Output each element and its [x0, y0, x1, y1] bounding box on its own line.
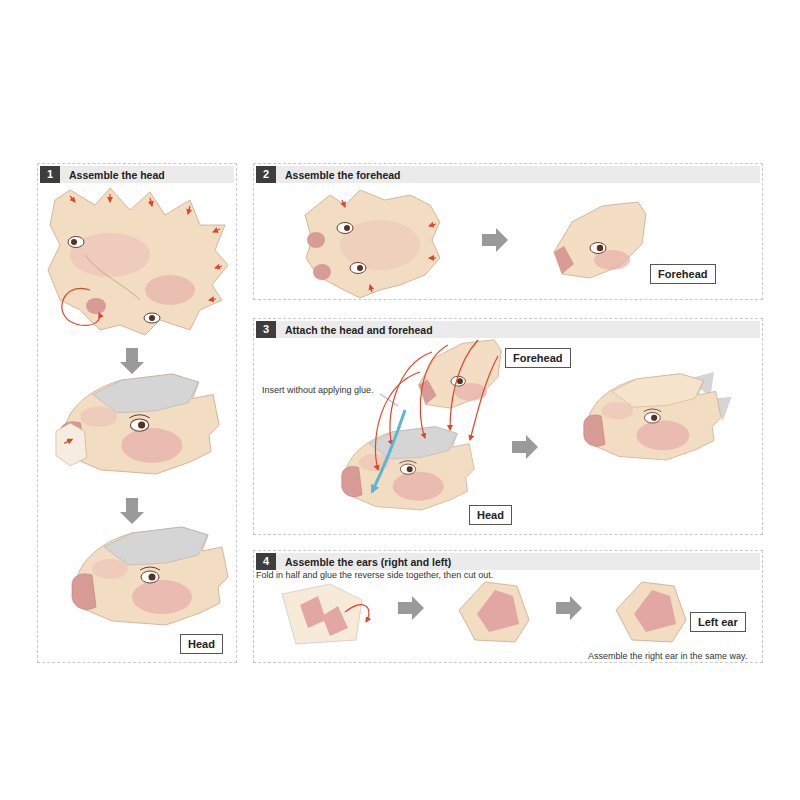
head-complete [584, 372, 732, 460]
head-net [48, 188, 228, 335]
art-use [93, 374, 199, 413]
art-path [429, 224, 436, 226]
art-ellipse [307, 232, 325, 248]
step-title: Assemble the forehead [276, 169, 401, 181]
note-text: Assemble the right ear in the same way. [588, 651, 760, 662]
art-path [188, 206, 190, 214]
part-label-box: Head [180, 634, 223, 654]
art-path [300, 596, 326, 628]
art-use [369, 427, 457, 459]
step-header: 1Assemble the head [40, 166, 234, 183]
head-finished [72, 527, 228, 625]
step-title: Assemble the head [60, 169, 165, 181]
art-use [72, 527, 228, 625]
art-path [109, 194, 110, 202]
part-label-box: Forehead [505, 348, 571, 368]
step-arrow [398, 596, 424, 620]
ear-cut [459, 582, 529, 642]
part-label-box: Left ear [690, 612, 746, 632]
art-path [305, 190, 440, 298]
part-name: Left ear [698, 616, 738, 629]
left-ear [616, 582, 686, 642]
step-arrow [482, 228, 508, 252]
step-header: 4Assemble the ears (right and left) [256, 553, 760, 570]
art-path [215, 266, 222, 268]
step-number: 4 [256, 553, 276, 570]
note-text: Insert without applying glue. [262, 385, 397, 396]
art-circle [344, 225, 350, 231]
step-title: Attach the head and forehead [276, 324, 433, 336]
art-ellipse [313, 264, 331, 280]
art-ellipse [350, 263, 366, 274]
step-panel: 2Assemble the foreheadForehead [253, 163, 763, 300]
step-panel: 4Assemble the ears (right and left) Left … [253, 550, 763, 663]
part-label-box: Head [469, 505, 512, 525]
art-ellipse [337, 223, 353, 234]
art-path [209, 299, 216, 300]
step-arrow [120, 498, 144, 524]
head-and-forehead [342, 340, 502, 510]
art-path [70, 196, 75, 202]
art-use [342, 427, 475, 510]
art-path [342, 200, 345, 207]
step-panel: 3Attach the head and foreheadForeheadHea… [253, 318, 763, 535]
part-name: Head [188, 638, 215, 651]
art-use [584, 374, 721, 460]
ear-sheet [282, 584, 369, 644]
step-arrow [556, 596, 582, 620]
part-label-box: Forehead [650, 264, 716, 284]
art-path [85, 255, 140, 300]
art-g [342, 427, 475, 510]
art-path [380, 394, 398, 406]
art-ellipse [86, 298, 106, 314]
art-ellipse [145, 275, 195, 305]
part-name: Head [477, 509, 504, 522]
art-use [104, 527, 208, 565]
step-title: Assemble the ears (right and left) [276, 556, 451, 568]
head-partial [56, 374, 219, 474]
step-header: 2Assemble the forehead [256, 166, 760, 183]
art-use [419, 340, 502, 408]
part-name: Forehead [658, 268, 708, 281]
art-circle [149, 315, 155, 321]
forehead-piece [554, 202, 646, 278]
art-path [470, 356, 498, 440]
art-circle [357, 265, 363, 271]
art-path [213, 229, 220, 232]
art-path [370, 285, 372, 292]
art-path [345, 605, 369, 622]
part-name: Forehead [513, 352, 563, 365]
art-path [429, 257, 436, 258]
art-path [150, 198, 152, 206]
art-path [372, 410, 405, 492]
art-circle [71, 239, 77, 245]
art-use [612, 374, 704, 407]
step-number: 3 [256, 321, 276, 338]
note-text: Fold in half and glue the reverse side t… [256, 570, 556, 581]
forehead-net [305, 190, 440, 298]
step-arrow [512, 435, 538, 459]
art-ellipse [68, 237, 84, 248]
art-path [48, 188, 228, 335]
step-panel: 1Assemble the headHead [37, 163, 237, 663]
art-path [450, 340, 478, 430]
art-path [322, 606, 348, 636]
step-header: 3Attach the head and forehead [256, 321, 760, 338]
art-path [64, 439, 72, 443]
step-number: 2 [256, 166, 276, 183]
art-path [62, 288, 100, 325]
art-ellipse [144, 313, 160, 323]
art-path [56, 423, 87, 466]
art-path [282, 584, 362, 644]
step-arrow [120, 348, 144, 374]
art-path [420, 345, 448, 438]
step-number: 1 [40, 166, 60, 183]
